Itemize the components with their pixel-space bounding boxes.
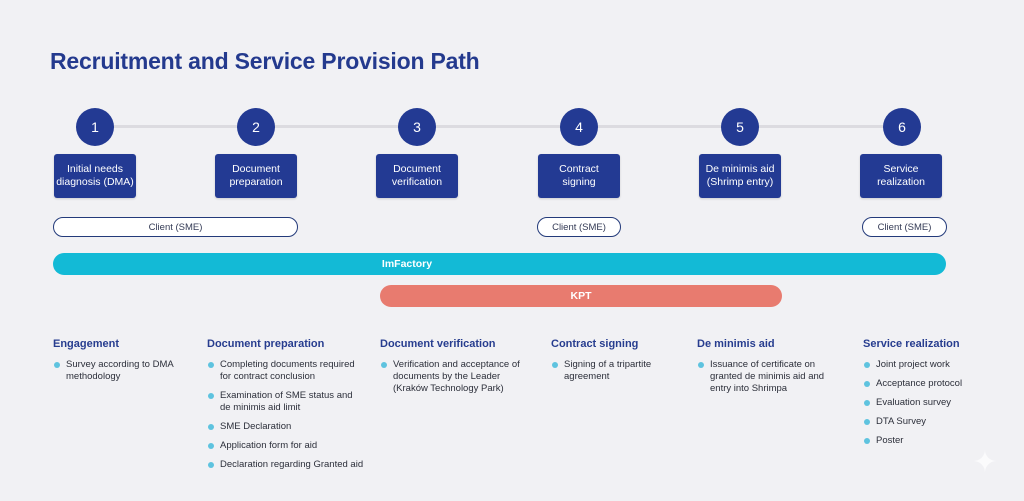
bullet-icon [698,362,704,368]
list-item-text: Survey according to DMA methodology [66,359,174,382]
list-item: Verification and acceptance of documents… [380,359,540,395]
detail-column-contract-signing: Contract signing Signing of a tripartite… [551,338,711,390]
client-pill-2: Client (SME) [537,217,621,237]
step-box-5: De minimis aid (Shrimp entry) [699,154,781,198]
bullet-icon [208,424,214,430]
step-box-2: Document preparation [215,154,297,198]
bullet-icon [864,419,870,425]
step-number-2: 2 [237,108,275,146]
list-item: Application form for aid [207,440,382,452]
list-item: Issuance of certificate on granted de mi… [697,359,857,395]
list-item-text: Joint project work [876,359,950,370]
list-item: Declaration regarding Granted aid [207,459,382,471]
client-pill-3: Client (SME) [862,217,947,237]
client-pill-1: Client (SME) [53,217,298,237]
list-item-text: Evaluation survey [876,397,951,408]
bullet-icon [864,438,870,444]
step-box-6: Service realization [860,154,942,198]
column-heading: Service realization [863,338,960,350]
list-item: Survey according to DMA methodology [53,359,213,383]
bullet-icon [381,362,387,368]
detail-column-service-realization: Service realization Joint project work A… [863,338,1023,454]
step-number-1: 1 [76,108,114,146]
column-heading: Engagement [53,338,120,350]
detail-column-de-minimis-aid: De minimis aid Issuance of certificate o… [697,338,857,402]
page-title: Recruitment and Service Provision Path [50,48,480,74]
list-item: DTA Survey [863,416,1023,428]
timeline-connector [95,125,902,128]
list-item-text: Declaration regarding Granted aid [220,459,364,470]
detail-column-document-preparation: Document preparation Completing document… [207,338,382,478]
step-number-6: 6 [883,108,921,146]
step-number-4: 4 [560,108,598,146]
bullet-icon [208,362,214,368]
list-item: Examination of SME status and de minimis… [207,390,382,414]
imfactory-label: ImFactory [381,258,433,270]
column-heading: Document verification [380,338,496,350]
detail-column-engagement: Engagement Survey according to DMA metho… [53,338,213,390]
list-item: Completing documents required for contra… [207,359,382,383]
step-number-5: 5 [721,108,759,146]
list-item-text: Completing documents required for contra… [220,359,355,382]
step-box-4: Contract signing [538,154,620,198]
list-item: Poster [863,435,1023,447]
bullet-icon [208,393,214,399]
step-number-3: 3 [398,108,436,146]
list-item: Evaluation survey [863,397,1023,409]
list-item-text: Application form for aid [220,440,318,451]
list-item-text: SME Declaration [220,421,292,432]
step-box-3: Document verification [376,154,458,198]
kpt-bar: KPT [380,285,782,307]
bullet-icon [552,362,558,368]
list-item: SME Declaration [207,421,382,433]
list-item-text: Acceptance protocol [876,378,963,389]
list-item-text: Signing of a tripartite agreement [564,359,652,382]
list-item: Joint project work [863,359,1023,371]
column-heading: Contract signing [551,338,639,350]
bullet-icon [208,443,214,449]
list-item-text: Issuance of certificate on granted de mi… [710,359,825,394]
bullet-icon [864,362,870,368]
list-item-text: DTA Survey [876,416,926,427]
sparkle-icon: ✦ [972,446,998,479]
imfactory-bar: ImFactory [53,253,946,275]
step-box-1: Initial needs diagnosis (DMA) [54,154,136,198]
list-item-text: Poster [876,435,904,446]
list-item-text: Verification and acceptance of documents… [393,359,520,394]
list-item: Signing of a tripartite agreement [551,359,711,383]
bullet-icon [864,400,870,406]
kpt-label: KPT [570,290,592,302]
list-item-text: Examination of SME status and de minimis… [220,390,353,413]
column-heading: De minimis aid [697,338,775,350]
bullet-icon [864,381,870,387]
detail-column-document-verification: Document verification Verification and a… [380,338,540,402]
list-item: Acceptance protocol [863,378,1023,390]
bullet-icon [54,362,60,368]
column-heading: Document preparation [207,338,325,350]
bullet-icon [208,462,214,468]
